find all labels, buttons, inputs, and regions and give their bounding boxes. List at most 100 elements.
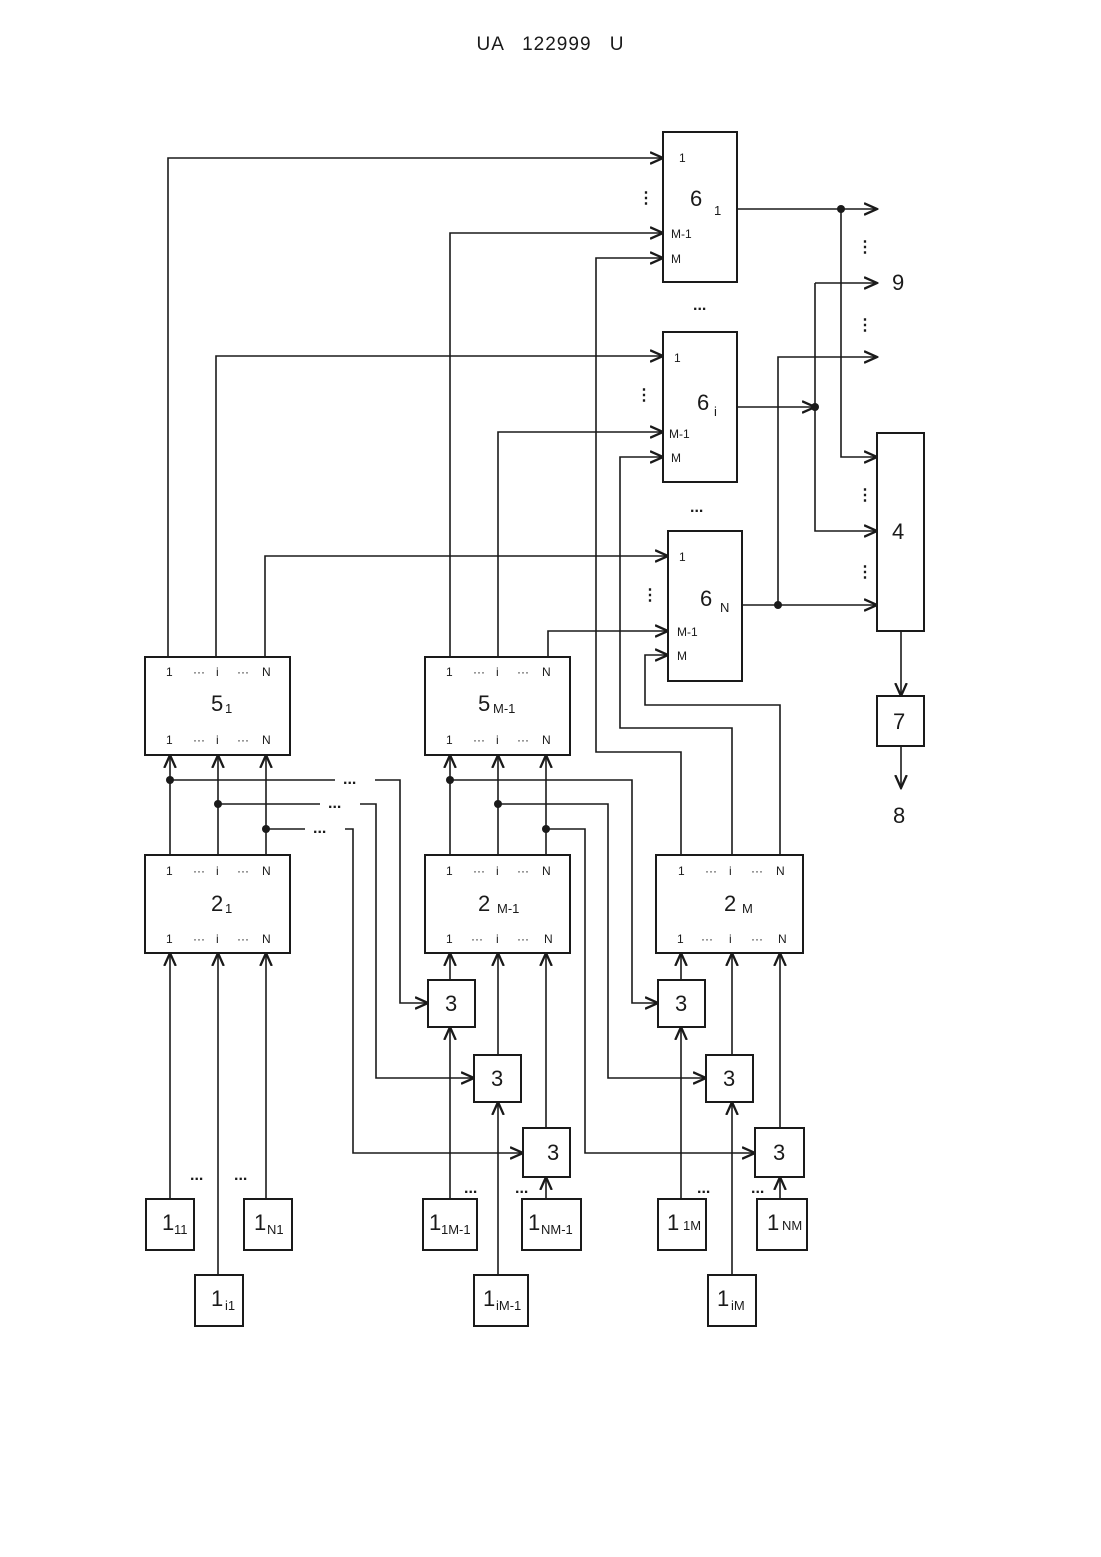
svg-text:1M-1: 1M-1 — [441, 1222, 471, 1237]
svg-text:···: ··· — [237, 932, 249, 946]
svg-text:···: ··· — [473, 733, 485, 747]
block-3-b: 3 — [474, 1055, 521, 1102]
svg-text:i: i — [216, 864, 219, 878]
ellipsis-branch-a: ... — [343, 771, 356, 788]
block-5-m1: 1 ··· i ··· N 5 M-1 1 ··· i ··· N — [425, 657, 570, 755]
svg-text:M-1: M-1 — [677, 625, 698, 639]
svg-text:···: ··· — [517, 665, 529, 679]
svg-text:N: N — [720, 600, 729, 615]
output-8-label: 8 — [893, 803, 905, 828]
svg-text:···: ··· — [517, 932, 529, 946]
svg-text:N: N — [262, 932, 271, 946]
sensor-1-11: 1 11 — [146, 1199, 194, 1250]
ellipsis-branch-b: ... — [328, 795, 341, 812]
block-2-m1: 1 ··· i ··· N 2 M-1 1 ··· i ··· N — [425, 855, 570, 953]
svg-text:7: 7 — [893, 709, 905, 734]
svg-text:N: N — [542, 733, 551, 747]
svg-text:1: 1 — [429, 1210, 441, 1235]
block-6-i: 1 6 i M-1 M ⋮ — [636, 332, 737, 482]
svg-text:1: 1 — [166, 733, 173, 747]
svg-text:i: i — [729, 864, 732, 878]
block-5-1: 1 ··· i ··· N 5 1 1 ··· i ··· N — [145, 657, 290, 755]
svg-text:1: 1 — [667, 1210, 679, 1235]
svg-text:1: 1 — [483, 1286, 495, 1311]
block-3-f: 3 — [755, 1128, 804, 1177]
svg-text:···: ··· — [237, 733, 249, 747]
ellipsis-sensors-a: ... — [190, 1167, 203, 1184]
svg-text:1: 1 — [166, 932, 173, 946]
block-3-c: 3 — [523, 1128, 570, 1177]
block-4: 4 — [877, 433, 924, 631]
ellipsis-6a: ... — [693, 297, 706, 314]
svg-text:i: i — [216, 665, 219, 679]
svg-text:M: M — [742, 901, 753, 916]
svg-text:⋮: ⋮ — [636, 387, 652, 404]
svg-text:···: ··· — [193, 733, 205, 747]
sensor-1-1m1: 1 1M-1 — [423, 1199, 477, 1250]
svg-text:···: ··· — [473, 864, 485, 878]
svg-text:6: 6 — [700, 586, 712, 611]
svg-text:6: 6 — [697, 390, 709, 415]
svg-text:M-1: M-1 — [671, 227, 692, 241]
sensor-1-n1: 1 N1 — [244, 1199, 292, 1250]
svg-text:5: 5 — [478, 691, 490, 716]
svg-text:1: 1 — [679, 550, 686, 564]
svg-text:1: 1 — [225, 701, 232, 716]
block-6-1: 1 6 1 M-1 M ⋮ — [638, 132, 737, 282]
svg-text:···: ··· — [705, 864, 717, 878]
svg-text:2: 2 — [724, 891, 736, 916]
svg-text:M: M — [671, 252, 681, 266]
block-3-e: 3 — [706, 1055, 753, 1102]
svg-text:···: ··· — [751, 932, 763, 946]
svg-text:1: 1 — [767, 1210, 779, 1235]
svg-text:···: ··· — [237, 864, 249, 878]
svg-text:1: 1 — [446, 864, 453, 878]
svg-text:1: 1 — [714, 203, 721, 218]
vdots-4a: ⋮ — [857, 487, 873, 504]
svg-text:1: 1 — [162, 1210, 174, 1235]
svg-text:11: 11 — [174, 1222, 188, 1237]
output-9-label: 9 — [892, 270, 904, 295]
svg-text:1: 1 — [225, 901, 232, 916]
ellipsis-sensors-f: ... — [751, 1180, 764, 1197]
sensor-1-i1: 1 i1 — [195, 1275, 243, 1326]
svg-text:3: 3 — [773, 1140, 785, 1165]
svg-text:2: 2 — [211, 891, 223, 916]
svg-text:i: i — [496, 864, 499, 878]
svg-text:3: 3 — [547, 1140, 559, 1165]
svg-text:i: i — [496, 733, 499, 747]
svg-text:N: N — [262, 665, 271, 679]
svg-text:1: 1 — [166, 864, 173, 878]
svg-text:3: 3 — [675, 991, 687, 1016]
svg-text:i: i — [496, 932, 499, 946]
ellipsis-sensors-c: ... — [464, 1180, 477, 1197]
svg-text:N: N — [776, 864, 785, 878]
ellipsis-sensors-d: ... — [515, 1180, 528, 1197]
svg-text:1: 1 — [254, 1210, 266, 1235]
sensor-1-im: 1 iM — [708, 1275, 756, 1326]
svg-text:3: 3 — [723, 1066, 735, 1091]
svg-text:1: 1 — [677, 932, 684, 946]
sensor-1-im1: 1 iM-1 — [474, 1275, 528, 1326]
svg-text:N: N — [542, 864, 551, 878]
svg-text:M-1: M-1 — [497, 901, 519, 916]
svg-text:1: 1 — [446, 733, 453, 747]
svg-text:4: 4 — [892, 519, 904, 544]
svg-text:1: 1 — [678, 864, 685, 878]
svg-text:···: ··· — [193, 932, 205, 946]
svg-text:1: 1 — [528, 1210, 540, 1235]
svg-text:1M: 1M — [683, 1218, 701, 1233]
ellipsis-branch-c: ... — [313, 820, 326, 837]
svg-text:3: 3 — [445, 991, 457, 1016]
vdots-out-a: ⋮ — [857, 239, 873, 256]
block-2-m: 1 ··· i ··· N 2 M 1 ··· i ··· N — [656, 855, 803, 953]
svg-text:···: ··· — [517, 864, 529, 878]
svg-text:1: 1 — [674, 351, 681, 365]
svg-text:NM: NM — [782, 1218, 802, 1233]
svg-text:1: 1 — [211, 1286, 223, 1311]
svg-text:···: ··· — [193, 864, 205, 878]
svg-text:i: i — [729, 932, 732, 946]
block-6-n: 1 6 N M-1 M ⋮ — [642, 531, 742, 681]
vdots-4b: ⋮ — [857, 564, 873, 581]
